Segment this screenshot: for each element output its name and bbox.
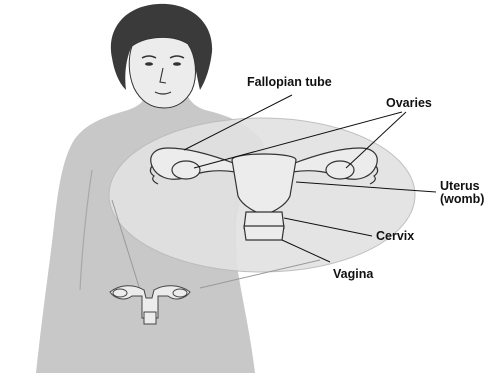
left-eye [145,62,153,66]
label-ovaries: Ovaries [386,97,432,110]
label-uterus: Uterus (womb) [440,180,484,206]
label-cervix: Cervix [376,230,414,243]
label-uterus-line2: (womb) [440,193,484,206]
right-eye [173,62,181,66]
label-fallopian-tube: Fallopian tube [247,76,332,89]
label-vagina: Vagina [333,268,373,281]
